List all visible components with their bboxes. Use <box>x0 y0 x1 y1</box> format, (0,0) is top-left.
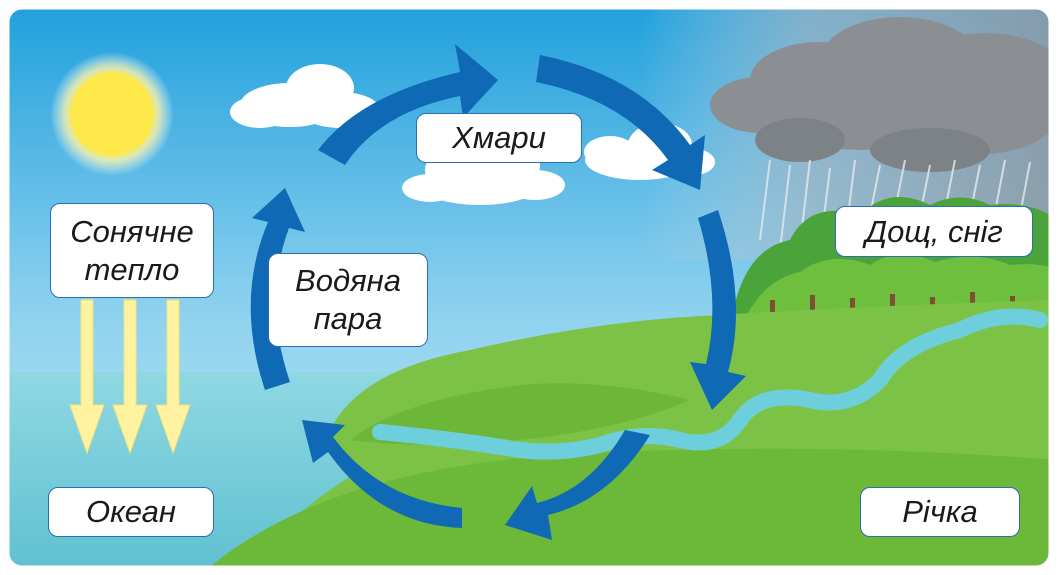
label-clouds: Хмари <box>416 113 582 163</box>
heat-ray-arrow-icon <box>69 299 191 455</box>
image-frame <box>6 6 1052 569</box>
rain-cloud-icon <box>710 17 1050 172</box>
label-clouds-text: Хмари <box>452 120 546 156</box>
label-river: Річка <box>860 487 1020 537</box>
label-water-vapor-line1: Водяна <box>295 263 401 299</box>
label-ocean: Океан <box>48 487 214 537</box>
label-solar-heat-line2: тепло <box>84 251 180 287</box>
label-rain-snow: Дощ, сніг <box>835 206 1033 257</box>
sun-icon <box>70 72 154 156</box>
label-river-text: Річка <box>902 494 978 530</box>
label-ocean-text: Океан <box>86 494 176 530</box>
label-water-vapor-line2: пара <box>313 301 383 336</box>
label-solar-heat-line1: Сонячне <box>70 213 194 249</box>
label-water-vapor: Водяна пара <box>268 253 428 347</box>
label-rain-snow-text: Дощ, сніг <box>865 213 1003 249</box>
cycle-arrow-icon <box>250 44 746 540</box>
grass-hill-shade <box>350 383 690 445</box>
river <box>372 308 1048 460</box>
label-solar-heat: Сонячне тепло <box>50 203 214 298</box>
grass-foreground <box>200 448 1050 567</box>
